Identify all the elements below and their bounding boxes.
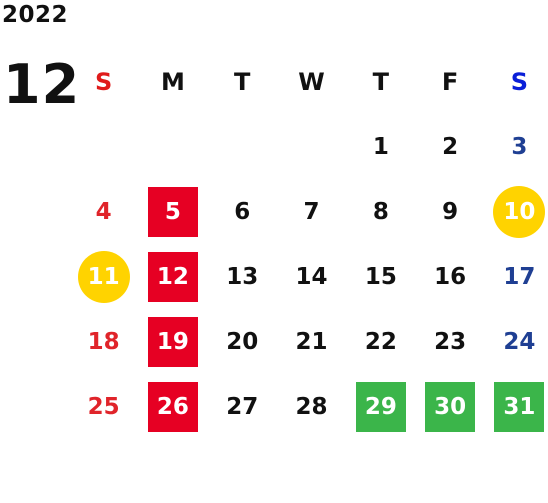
day-cell: 20 [208, 309, 277, 374]
day-cell: 15 [346, 244, 415, 309]
day-number: 9 [442, 198, 459, 225]
day-number: 20 [226, 328, 259, 355]
day-number-highlighted-yellow: 10 [493, 185, 546, 238]
day-number: 6 [234, 198, 251, 225]
day-cell: 11 [69, 244, 138, 309]
day-number: 27 [226, 393, 259, 420]
day-number: 28 [295, 393, 328, 420]
day-number: 22 [364, 328, 397, 355]
day-cell: 22 [346, 309, 415, 374]
day-number [287, 122, 337, 172]
day-cell: 9 [415, 179, 484, 244]
weekday-header-saturday: S [510, 67, 529, 96]
day-number [217, 122, 267, 172]
day-cell: 3 [485, 114, 548, 179]
day-cell: 24 [485, 309, 548, 374]
day-cell: 31 [485, 374, 548, 439]
calendar-grid: S M T W T F S 1 2 3 4 5 6 7 8 9 10 11 12… [69, 49, 548, 439]
day-cell: 18 [69, 309, 138, 374]
day-number: 7 [303, 198, 320, 225]
day-number [148, 122, 198, 172]
day-number: 2 [442, 133, 459, 160]
day-number: 25 [87, 393, 120, 420]
day-number: 15 [364, 263, 397, 290]
day-cell: 27 [208, 374, 277, 439]
day-number-highlighted-red: 5 [147, 186, 198, 237]
day-number: 23 [434, 328, 467, 355]
day-cell: 6 [208, 179, 277, 244]
day-number: 24 [503, 328, 536, 355]
day-cell [277, 114, 346, 179]
day-number: 3 [511, 133, 528, 160]
day-number: 4 [95, 198, 112, 225]
day-cell: 10 [485, 179, 548, 244]
day-cell: 13 [208, 244, 277, 309]
day-cell: 30 [415, 374, 484, 439]
day-number: 1 [372, 133, 389, 160]
day-cell: 14 [277, 244, 346, 309]
day-number-highlighted-green: 29 [355, 381, 406, 432]
weekday-header-sunday: S [95, 67, 113, 96]
day-number [79, 122, 129, 172]
day-cell: 1 [346, 114, 415, 179]
day-number-highlighted-red: 12 [147, 251, 198, 302]
day-cell: 19 [138, 309, 207, 374]
day-cell: 25 [69, 374, 138, 439]
day-cell: 16 [415, 244, 484, 309]
day-number-highlighted-green: 30 [425, 381, 476, 432]
day-cell: 4 [69, 179, 138, 244]
day-number: 8 [372, 198, 389, 225]
day-number-highlighted-red: 19 [147, 316, 198, 367]
day-number: 17 [503, 263, 536, 290]
day-cell: 23 [415, 309, 484, 374]
day-cell: 8 [346, 179, 415, 244]
year-label: 2022 [2, 2, 69, 28]
day-cell [69, 114, 138, 179]
weekday-header-friday: F [441, 67, 459, 96]
day-cell: 2 [415, 114, 484, 179]
day-cell: 7 [277, 179, 346, 244]
day-cell: 28 [277, 374, 346, 439]
weekday-header-thursday: T [372, 67, 390, 96]
month-number: 12 [3, 53, 81, 116]
day-number: 16 [434, 263, 467, 290]
day-cell [208, 114, 277, 179]
day-number-highlighted-green: 31 [494, 381, 545, 432]
day-cell [138, 114, 207, 179]
day-cell: 12 [138, 244, 207, 309]
weekday-header-wednesday: W [298, 67, 325, 96]
day-number: 14 [295, 263, 328, 290]
weekday-header-tuesday: T [234, 67, 251, 96]
day-number-highlighted-red: 26 [147, 381, 198, 432]
day-cell: 17 [485, 244, 548, 309]
day-number: 13 [226, 263, 259, 290]
day-cell: 21 [277, 309, 346, 374]
day-number: 18 [87, 328, 120, 355]
day-cell: 26 [138, 374, 207, 439]
day-number-highlighted-yellow: 11 [77, 250, 130, 303]
day-cell: 29 [346, 374, 415, 439]
weekday-header-monday: M [161, 67, 185, 96]
day-cell: 5 [138, 179, 207, 244]
day-number: 21 [295, 328, 328, 355]
